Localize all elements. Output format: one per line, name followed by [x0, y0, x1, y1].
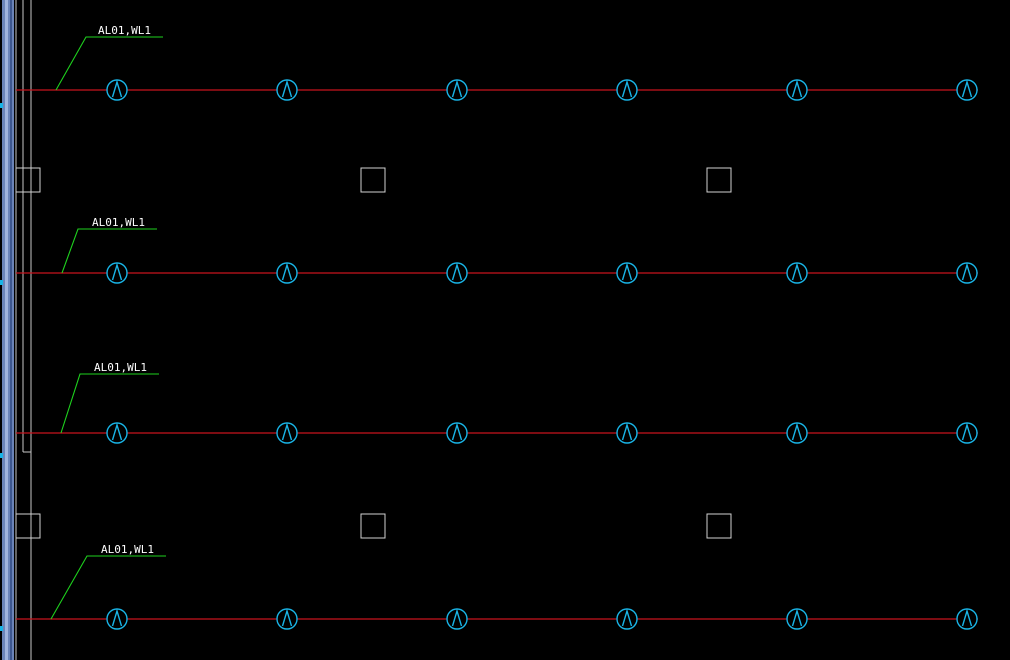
circle-triangle-light-icon[interactable] [616, 608, 638, 630]
circle-triangle-light-icon[interactable] [786, 79, 808, 101]
circuit-row: AL01,WL1 [16, 216, 978, 284]
circle-triangle-light-icon[interactable] [106, 608, 128, 630]
circle-triangle-light-icon[interactable] [276, 79, 298, 101]
circle-triangle-light-icon[interactable] [616, 422, 638, 444]
circuit-label[interactable]: AL01,WL1 [98, 24, 151, 37]
circuit-row: AL01,WL1 [16, 24, 978, 101]
label-leader [50, 555, 166, 620]
circle-triangle-light-icon[interactable] [956, 79, 978, 101]
circle-triangle-light-icon[interactable] [956, 262, 978, 284]
circle-triangle-light-icon[interactable] [276, 608, 298, 630]
box-layer [15, 167, 732, 539]
label-leader [60, 373, 159, 434]
label-leader [61, 228, 157, 274]
circle-triangle-light-icon[interactable] [616, 79, 638, 101]
circle-triangle-light-icon[interactable] [956, 608, 978, 630]
square-box-icon[interactable] [360, 167, 386, 193]
circle-triangle-light-icon[interactable] [786, 422, 808, 444]
square-box-icon[interactable] [706, 167, 732, 193]
circuit-row: AL01,WL1 [16, 361, 978, 444]
circle-triangle-light-icon[interactable] [786, 262, 808, 284]
circuit-label[interactable]: AL01,WL1 [101, 543, 154, 556]
circle-triangle-light-icon[interactable] [446, 262, 468, 284]
circle-triangle-light-icon[interactable] [446, 608, 468, 630]
circle-triangle-light-icon[interactable] [446, 79, 468, 101]
circle-triangle-light-icon[interactable] [276, 262, 298, 284]
circle-triangle-light-icon[interactable] [106, 79, 128, 101]
label-leader [55, 36, 163, 91]
square-box-icon[interactable] [360, 513, 386, 539]
circle-triangle-light-icon[interactable] [616, 262, 638, 284]
square-box-icon[interactable] [706, 513, 732, 539]
circuit-label[interactable]: AL01,WL1 [92, 216, 145, 229]
circuit-row: AL01,WL1 [16, 543, 978, 630]
circle-triangle-light-icon[interactable] [786, 608, 808, 630]
square-box-icon[interactable] [15, 513, 41, 539]
circle-triangle-light-icon[interactable] [106, 422, 128, 444]
circle-triangle-light-icon[interactable] [446, 422, 468, 444]
circle-triangle-light-icon[interactable] [276, 422, 298, 444]
circuit-label[interactable]: AL01,WL1 [94, 361, 147, 374]
square-box-icon[interactable] [15, 167, 41, 193]
circle-triangle-light-icon[interactable] [956, 422, 978, 444]
left-frame [0, 0, 32, 660]
circle-triangle-light-icon[interactable] [106, 262, 128, 284]
